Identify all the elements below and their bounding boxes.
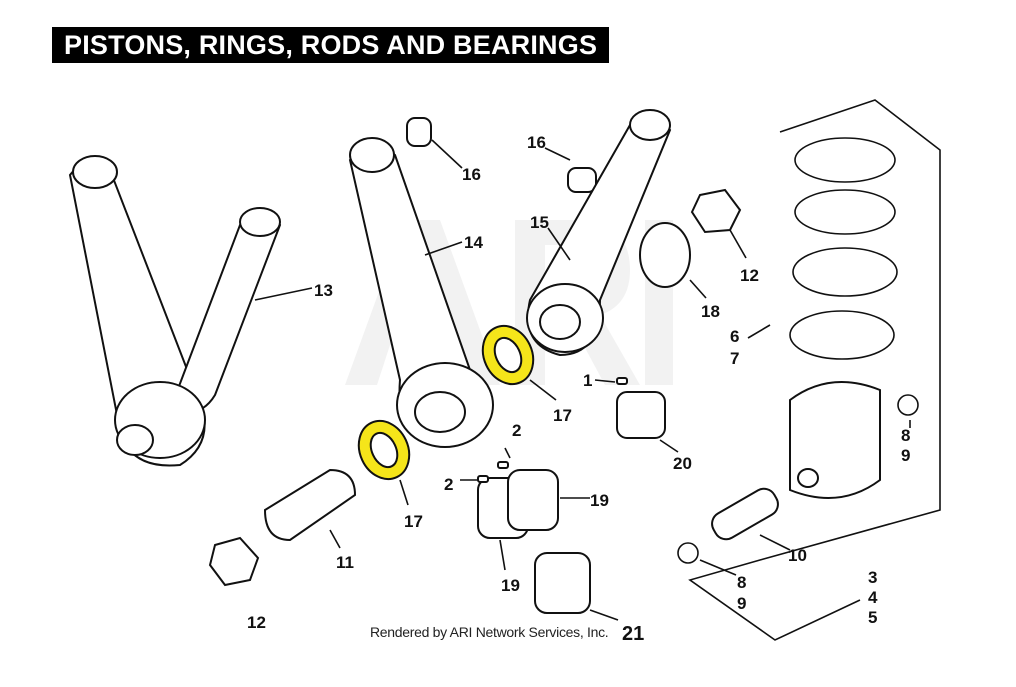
callout-6[interactable]: 6 xyxy=(730,327,739,346)
part-18-bearing[interactable] xyxy=(639,222,691,288)
diagram-title: PISTONS, RINGS, RODS AND BEARINGS xyxy=(52,27,610,63)
callout-3[interactable]: 3 xyxy=(868,568,877,587)
part-8-9-circlip[interactable] xyxy=(897,394,919,416)
part-10-piston-pin[interactable] xyxy=(708,484,783,543)
leader-lines xyxy=(254,139,911,621)
callout-20[interactable]: 20 xyxy=(673,454,692,473)
washer-hole xyxy=(493,336,523,374)
part-12-nut[interactable] xyxy=(690,188,742,234)
callout-13[interactable]: 13 xyxy=(314,281,333,300)
callout-2[interactable]: 2 xyxy=(512,421,521,440)
callout-12[interactable]: 12 xyxy=(247,613,266,632)
callout-16[interactable]: 16 xyxy=(527,133,546,152)
callout-10[interactable]: 10 xyxy=(788,546,807,565)
washer-hole xyxy=(369,431,399,469)
part-8-9-circlip[interactable] xyxy=(677,542,699,564)
part-19-roller-bearing[interactable] xyxy=(507,469,559,531)
part-20-roller-bearing[interactable] xyxy=(616,391,666,439)
callout-14[interactable]: 14 xyxy=(464,233,483,252)
callout-12[interactable]: 12 xyxy=(740,266,759,285)
callout-8[interactable]: 8 xyxy=(737,573,746,592)
part-21-roller-bearing[interactable] xyxy=(534,552,591,614)
credit-text: Rendered by ARI Network Services, Inc. xyxy=(370,624,609,640)
callout-2[interactable]: 2 xyxy=(444,475,453,494)
callout-15[interactable]: 15 xyxy=(530,213,549,232)
callout-5[interactable]: 5 xyxy=(868,608,877,627)
callout-9[interactable]: 9 xyxy=(901,446,910,465)
callout-18[interactable]: 18 xyxy=(701,302,720,321)
part-3-4-5-piston[interactable] xyxy=(789,381,881,499)
callout-17[interactable]: 17 xyxy=(553,406,572,425)
part-16-bushing[interactable] xyxy=(406,117,432,147)
part-2-roller[interactable] xyxy=(497,461,509,469)
callout-7[interactable]: 7 xyxy=(730,349,739,368)
callout-8[interactable]: 8 xyxy=(901,426,910,445)
callout-16[interactable]: 16 xyxy=(462,165,481,184)
part-12-nut[interactable] xyxy=(208,536,260,587)
part-1-roller[interactable] xyxy=(616,377,628,385)
part-2-roller[interactable] xyxy=(477,475,489,483)
piston-kit-bracket xyxy=(688,99,941,641)
callout-19[interactable]: 19 xyxy=(590,491,609,510)
part-16-bushing[interactable] xyxy=(567,167,597,193)
callout-21[interactable]: 21 xyxy=(622,623,644,645)
callout-19[interactable]: 19 xyxy=(501,576,520,595)
callout-9[interactable]: 9 xyxy=(737,594,746,613)
part-13-rod-assembly[interactable] xyxy=(68,155,282,467)
callout-11[interactable]: 11 xyxy=(336,553,354,572)
part-6-7-piston-rings[interactable] xyxy=(789,137,898,360)
part-15-rod[interactable] xyxy=(526,109,672,357)
callout-4[interactable]: 4 xyxy=(868,588,878,607)
callout-1[interactable]: 1 xyxy=(583,371,592,390)
part-11-crank-pin[interactable] xyxy=(263,468,357,542)
callouts: 13 16 14 16 15 12 18 6 7 1 17 20 2 2 19 … xyxy=(247,133,910,645)
callout-17[interactable]: 17 xyxy=(404,512,423,531)
part-14-rod[interactable] xyxy=(348,137,494,448)
